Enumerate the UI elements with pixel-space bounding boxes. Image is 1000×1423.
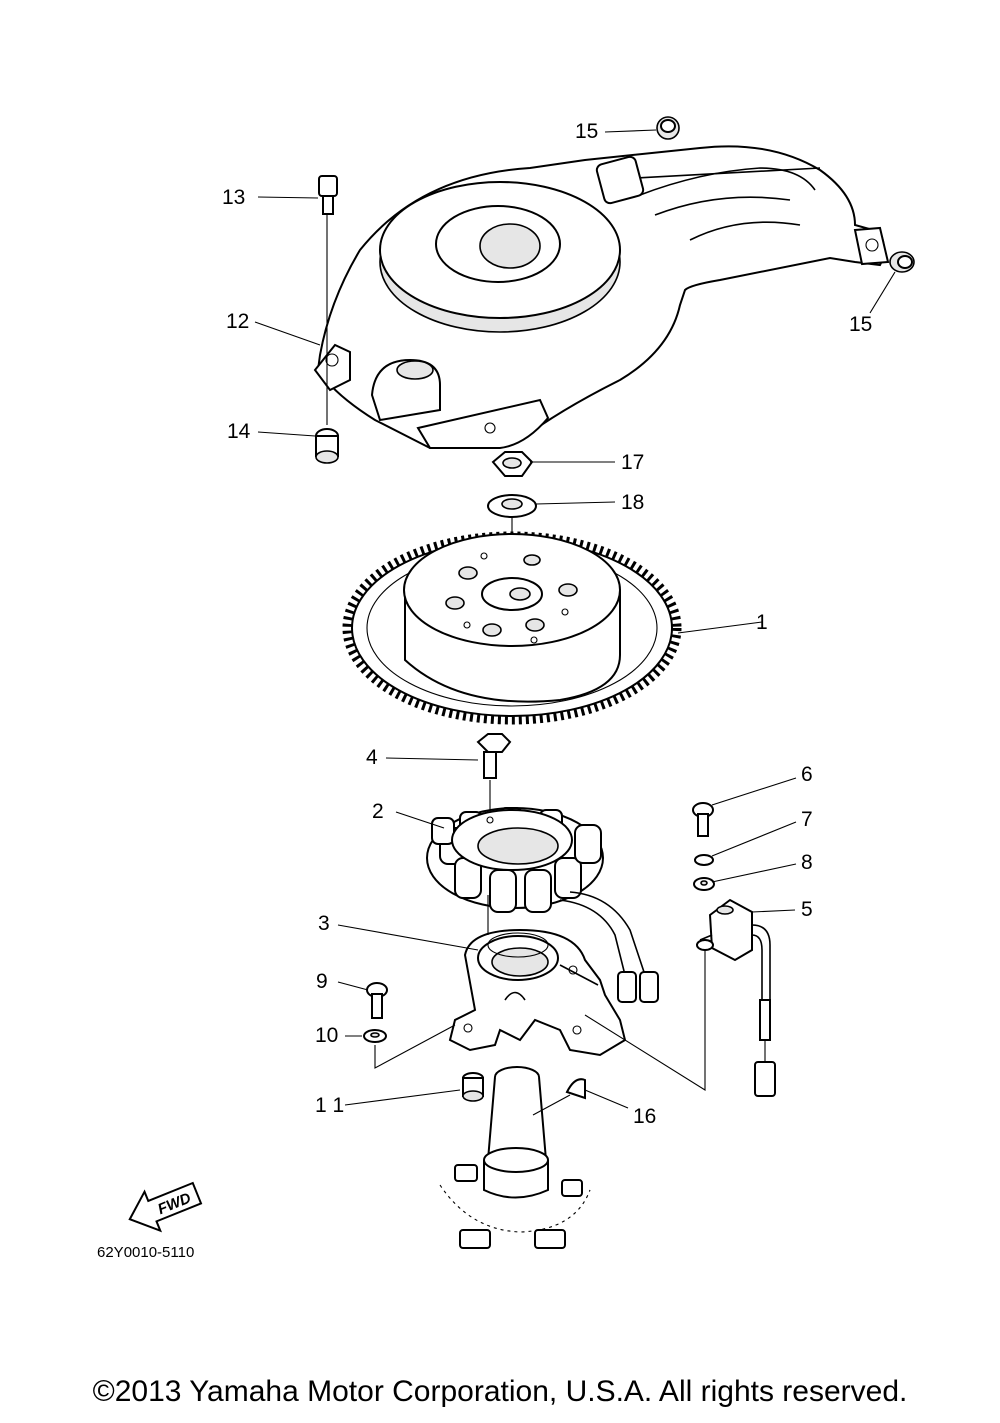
- grommet-15-top: [656, 116, 680, 140]
- washer-8: [693, 877, 715, 891]
- screw-6: [692, 802, 714, 837]
- callout-9: 9: [316, 970, 328, 993]
- nut-17: [491, 451, 534, 477]
- callout-18: 18: [621, 491, 644, 514]
- pulser-coil: [696, 898, 776, 1097]
- callout-5: 5: [801, 898, 813, 921]
- callout-15-right: 15: [849, 313, 872, 336]
- callout-14: 14: [227, 420, 251, 443]
- callout-6: 6: [801, 763, 813, 786]
- copyright-notice: ©2013 Yamaha Motor Corporation, U.S.A. A…: [92, 1375, 908, 1408]
- assembly-lines: [326, 330, 706, 1091]
- callout-17: 17: [621, 451, 644, 474]
- callout-10: 10: [315, 1024, 338, 1047]
- dowel-pin-11: [462, 1072, 484, 1102]
- bolt-13: [318, 175, 338, 330]
- callout-15-top: 15: [575, 120, 598, 143]
- callout-7: 7: [801, 808, 813, 831]
- callout-2: 2: [372, 800, 384, 823]
- flywheel: [342, 531, 682, 725]
- bolt-4: [476, 733, 512, 816]
- flywheel-cover: [313, 145, 890, 450]
- callout-1: 1: [756, 611, 768, 634]
- woodruff-key-16: [565, 1078, 586, 1100]
- screw-9: [366, 982, 388, 1019]
- grommet-14: [315, 395, 339, 464]
- leader-lines: [254, 129, 896, 1116]
- lock-washer-7: [694, 854, 714, 866]
- stator: [426, 807, 659, 1003]
- crankshaft: [439, 1066, 591, 1249]
- grommet-15-right: [889, 251, 915, 273]
- stator-base: [448, 928, 627, 1057]
- callout-16: 16: [633, 1105, 656, 1128]
- callout-4: 4: [366, 746, 378, 769]
- callout-labels: 1 2 3 4 5 6 7 8 9 10 1 1 12 13 14 15 15 …: [222, 120, 872, 1128]
- callout-11: 1 1: [315, 1094, 344, 1117]
- washer-18: [487, 494, 537, 592]
- callout-12: 12: [226, 310, 249, 333]
- callout-3: 3: [318, 912, 330, 935]
- diagram-code: 62Y0010-5110: [97, 1244, 194, 1261]
- washer-10: [363, 1029, 387, 1043]
- callout-13: 13: [222, 186, 245, 209]
- callout-8: 8: [801, 851, 813, 874]
- fwd-direction-arrow: FWD: [128, 1181, 203, 1233]
